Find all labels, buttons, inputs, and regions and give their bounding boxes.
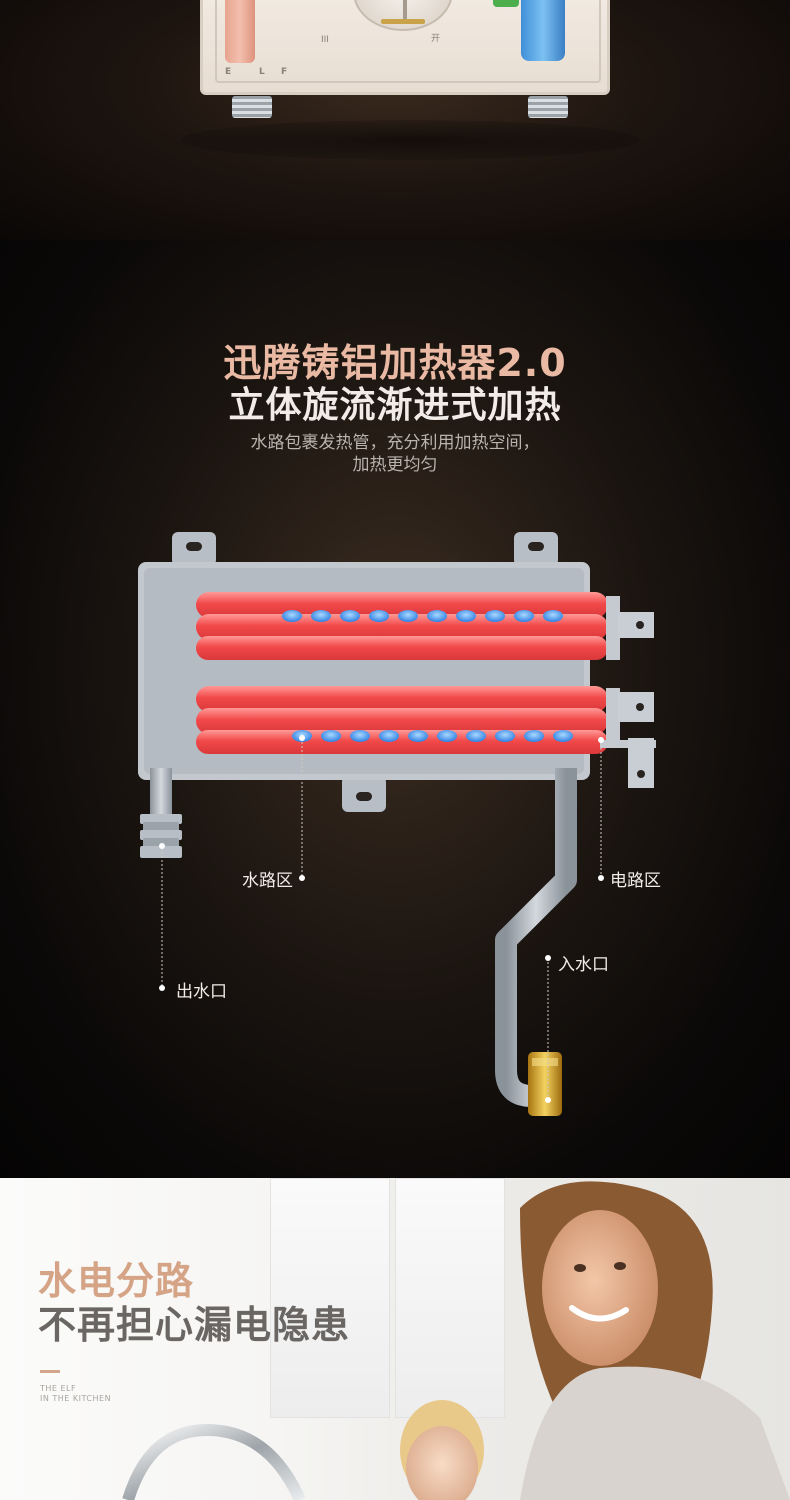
brand-line-2: IN THE KITCHEN (40, 1394, 112, 1403)
heating-rod-5 (196, 708, 608, 734)
product-top-section: III 开 E L F (0, 0, 790, 240)
heater-description-line2: 加热更均匀 (352, 455, 438, 475)
switch-label: 开 (431, 34, 441, 44)
background-window-1 (270, 1178, 390, 1418)
leader-dots (159, 735, 604, 1103)
outlet-label: 出水口 (176, 982, 227, 1002)
hot-outlet-thread (232, 96, 272, 118)
heater-diagram (138, 532, 656, 1116)
unit-indicator-text: III (321, 35, 329, 45)
unit-letter-1: E (225, 67, 232, 77)
mounting-tab-left (172, 532, 216, 566)
hot-water-pipe (225, 0, 255, 63)
heater-title: 迅腾铸铝加热器2.0 (223, 341, 567, 385)
water-heater-unit: III 开 E L F (200, 0, 610, 95)
heater-description-line1: 水路包裹发热管，充分利用加热空间， (250, 433, 540, 453)
heating-rod-4 (196, 686, 608, 712)
electric-zone-label: 电路区 (610, 871, 661, 891)
woman-face (542, 1210, 658, 1366)
woman-shirt (520, 1366, 790, 1500)
heating-rod-2 (196, 614, 608, 640)
water-openings-top (282, 610, 563, 622)
brand-tagline: THE ELF IN THE KITCHEN (40, 1384, 111, 1404)
girl-face (406, 1426, 478, 1500)
background-window-2 (395, 1178, 505, 1418)
leader-lines (161, 738, 602, 1098)
kitchen-subtitle: 不再担心漏电隐患 (38, 1303, 351, 1347)
heater-subtitle: 立体旋流渐进式加热 (228, 385, 562, 426)
inlet-pipe (495, 768, 577, 1107)
knob-indicator (403, 0, 407, 23)
inlet-valve (493, 0, 519, 7)
unit-front-panel (215, 0, 601, 83)
brass-fitting (528, 1052, 562, 1116)
unit-letter-2: L (259, 67, 265, 77)
mounting-tab-right (514, 532, 558, 566)
unit-letter-3: F (281, 67, 288, 77)
brand-line-1: THE ELF (40, 1384, 77, 1393)
mounting-tab-bottom (342, 776, 386, 812)
inlet-label: 入水口 (558, 955, 609, 975)
water-zone-label: 水路区 (242, 871, 293, 891)
heating-rod-3 (196, 636, 608, 660)
water-openings-bottom (292, 730, 573, 742)
heater-section: 迅腾铸铝加热器2.0 立体旋流渐进式加热 水路包裹发热管，充分利用加热空间， 加… (0, 240, 790, 1178)
cold-inlet-thread (528, 96, 568, 118)
electrical-terminals (600, 596, 656, 788)
kitchen-title: 水电分路 (38, 1259, 195, 1303)
kitchen-section: 水电分路 不再担心漏电隐患 THE ELF IN THE KITCHEN (0, 1178, 790, 1500)
kitchen-scene (122, 1181, 790, 1500)
accent-bar (40, 1370, 60, 1373)
unit-shadow (180, 120, 640, 160)
water-coil (166, 570, 563, 770)
kitchen-faucet (122, 1423, 306, 1500)
knob-gold-ring (381, 19, 425, 24)
cold-water-pipe (521, 0, 565, 61)
outlet-pipe (140, 768, 182, 858)
